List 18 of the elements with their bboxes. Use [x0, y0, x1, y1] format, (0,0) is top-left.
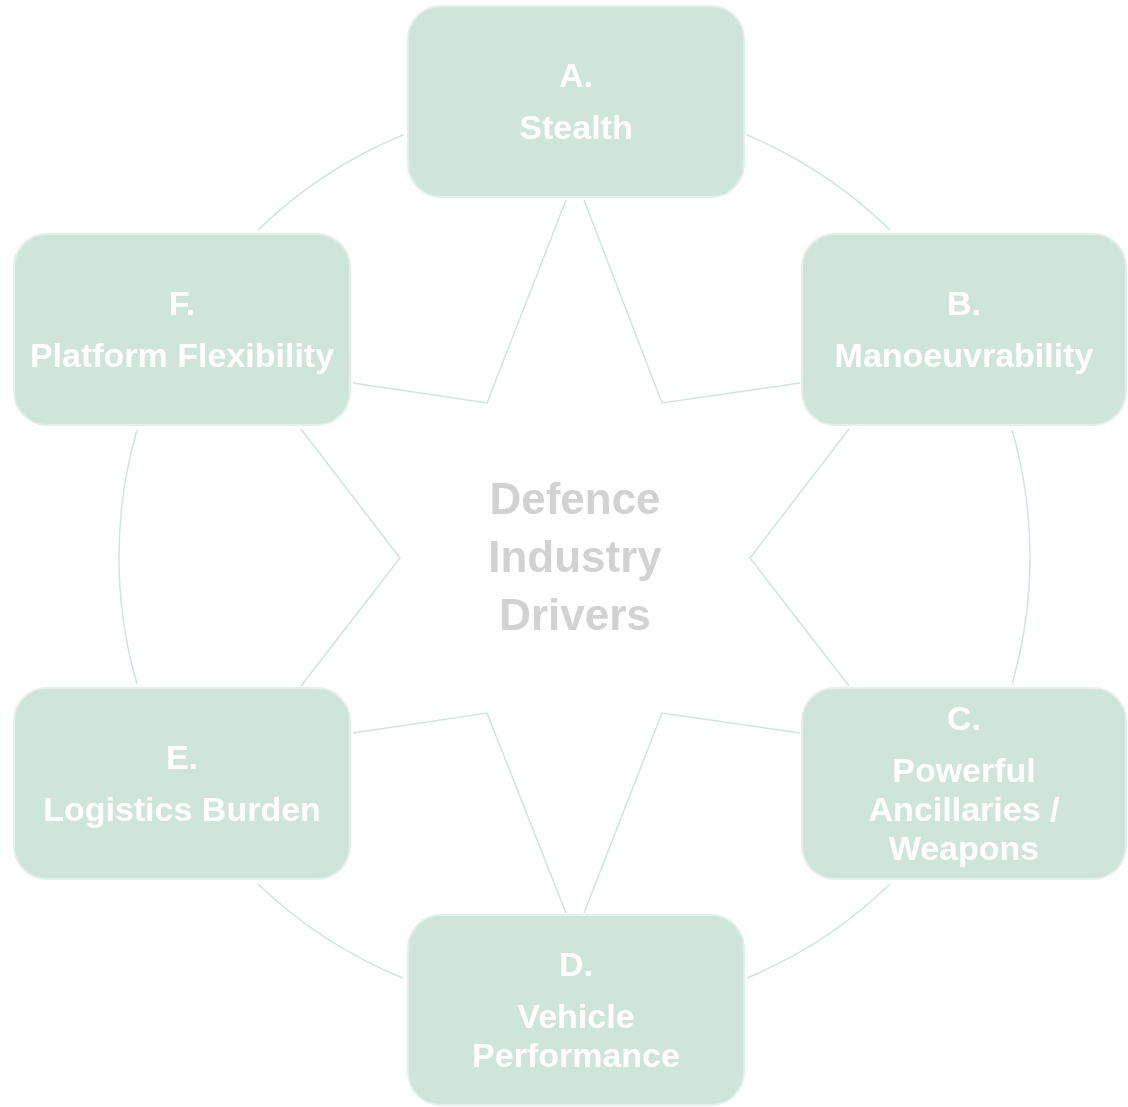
arc-connector: [257, 134, 404, 231]
arc-connector: [257, 883, 404, 979]
star-connector: [352, 199, 567, 404]
arc-connector: [118, 429, 138, 685]
rounded-box: [13, 687, 351, 880]
arc-connector: [1011, 429, 1031, 685]
arc-connector: [746, 134, 891, 231]
rounded-box: [407, 5, 745, 198]
rounded-box: [801, 233, 1127, 426]
star-connector: [300, 428, 401, 687]
star-connector: [583, 712, 801, 914]
rounded-box: [407, 914, 745, 1106]
star-connector: [352, 712, 567, 914]
star-connector: [749, 428, 850, 687]
star-connector: [583, 199, 801, 404]
rounded-box: [13, 233, 351, 426]
arc-connector: [746, 883, 891, 979]
rounded-box: [801, 687, 1127, 880]
